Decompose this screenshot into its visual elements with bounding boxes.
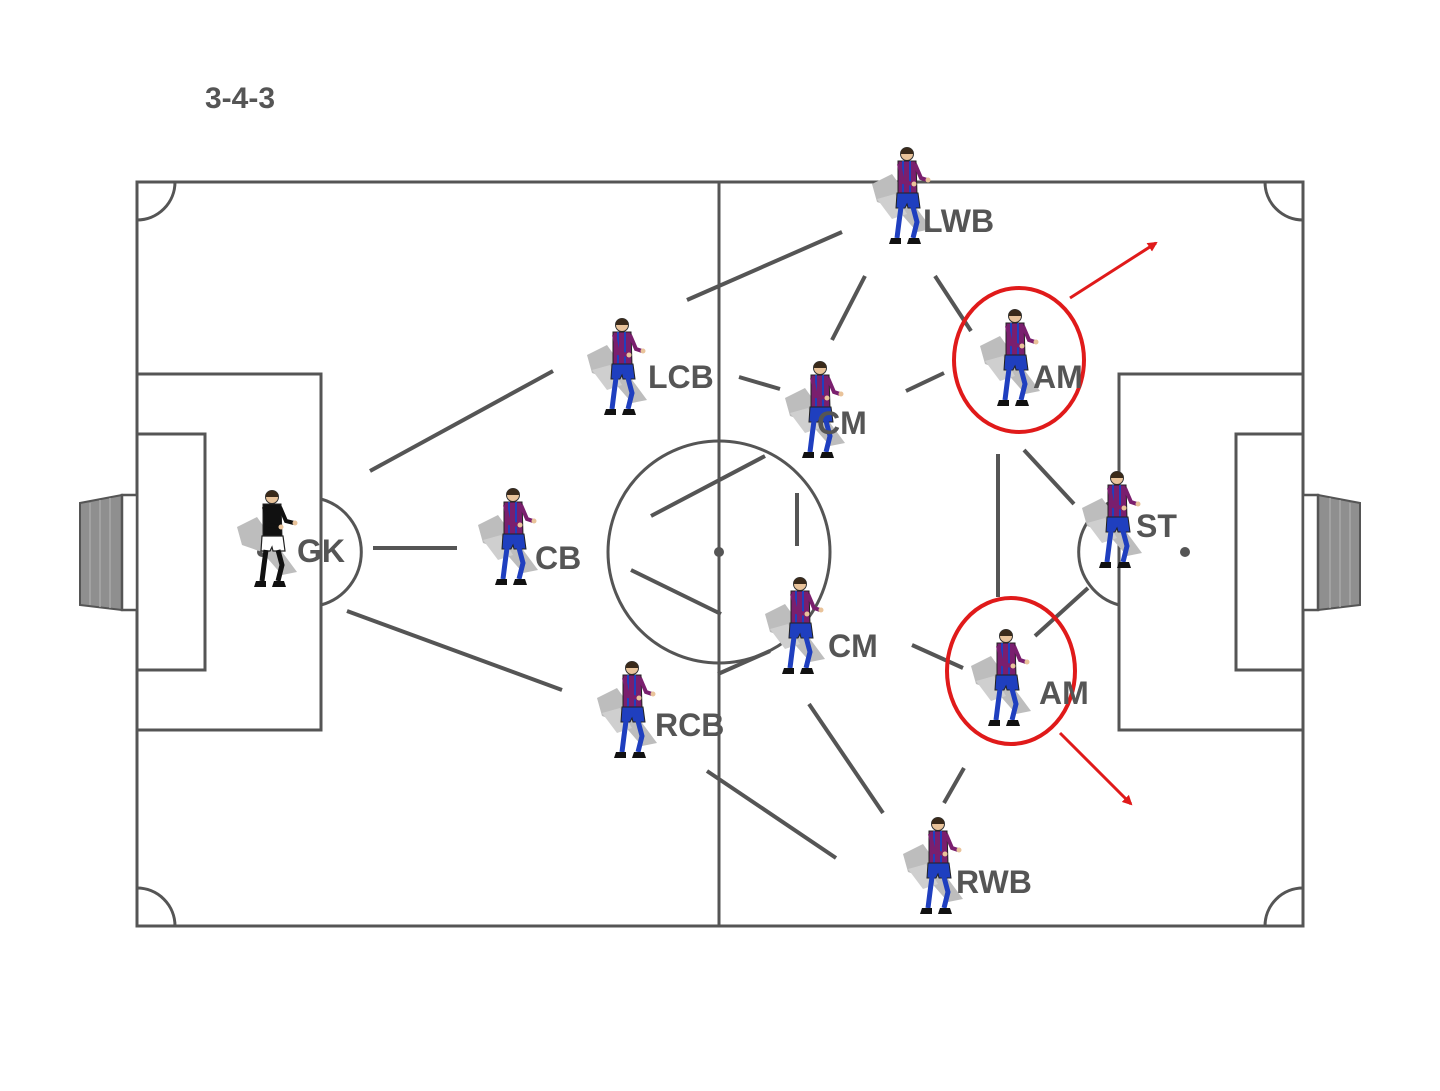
link-cm-am2: [911, 643, 964, 670]
label-lwb: LWB: [923, 203, 994, 239]
link-gk-lcb: [369, 369, 554, 473]
player-rcb-figure: [597, 662, 657, 759]
left-goal: [79, 493, 139, 612]
player-am-bottom-figure: [971, 630, 1031, 727]
player-gk-figure: [237, 491, 298, 588]
link-lcb-cm: [738, 375, 781, 391]
centre-circle: [606, 439, 832, 665]
right-penalty-spot: [1180, 547, 1190, 557]
formation-title: 3-4-3: [205, 82, 276, 115]
link-cm-rwb: [807, 702, 885, 815]
run-arrow-bottom: [1058, 731, 1133, 806]
label-rcb: RCB: [655, 707, 724, 743]
label-cm-top: CM: [817, 405, 867, 441]
player-am-top-figure: [980, 310, 1040, 407]
left-penalty-area: [135, 372, 323, 732]
player-rwb-figure: [903, 818, 963, 915]
players: [237, 148, 1142, 915]
link-rcb-cm: [717, 649, 771, 676]
player-st-figure: [1082, 472, 1142, 569]
left-penalty-arc: [320, 497, 363, 607]
player-cm-bottom-figure: [765, 578, 825, 675]
link-rcb-rwb: [705, 769, 838, 860]
link-cm-am: [905, 371, 945, 393]
highlight-am-bottom: [945, 596, 1077, 746]
right-goal: [1301, 493, 1361, 612]
link-lwb-cm: [830, 275, 867, 341]
player-lcb-figure: [587, 319, 647, 416]
link-am-rwb: [942, 767, 966, 804]
link-st-am: [1033, 586, 1090, 638]
right-penalty-area: [1117, 372, 1305, 732]
highlight-am-top: [952, 286, 1086, 434]
right-goal-area: [1234, 432, 1305, 672]
link-cb-cm: [650, 454, 766, 518]
corner-arc-top-right: [1263, 181, 1304, 222]
passing-links: [346, 230, 1090, 860]
link-am-st: [1022, 448, 1076, 506]
label-rwb: RWB: [956, 864, 1032, 900]
corner-arc-bottom-right: [1263, 886, 1304, 927]
label-cb: CB: [535, 540, 581, 576]
left-goal-area: [135, 432, 207, 672]
label-gk: GK: [297, 533, 345, 569]
link-lwb-am: [933, 274, 973, 333]
label-am-bottom: AM: [1039, 675, 1089, 711]
player-cb-figure: [478, 489, 538, 586]
link-cb-cm2: [630, 568, 722, 616]
corner-arc-bottom-left: [136, 886, 177, 927]
label-am-top: AM: [1033, 359, 1083, 395]
corner-arc-top-left: [136, 181, 177, 222]
label-cm-bottom: CM: [828, 628, 878, 664]
link-gk-rcb: [346, 609, 563, 692]
label-lcb: LCB: [648, 359, 714, 395]
label-st: ST: [1136, 508, 1177, 544]
highlights: [945, 241, 1158, 806]
centre-spot: [714, 547, 724, 557]
link-lcb-lwb: [686, 230, 843, 302]
run-arrow-top: [1069, 241, 1158, 300]
position-labels: GK CB LCB RCB LWB CM CM RWB AM AM ST: [297, 203, 1177, 900]
